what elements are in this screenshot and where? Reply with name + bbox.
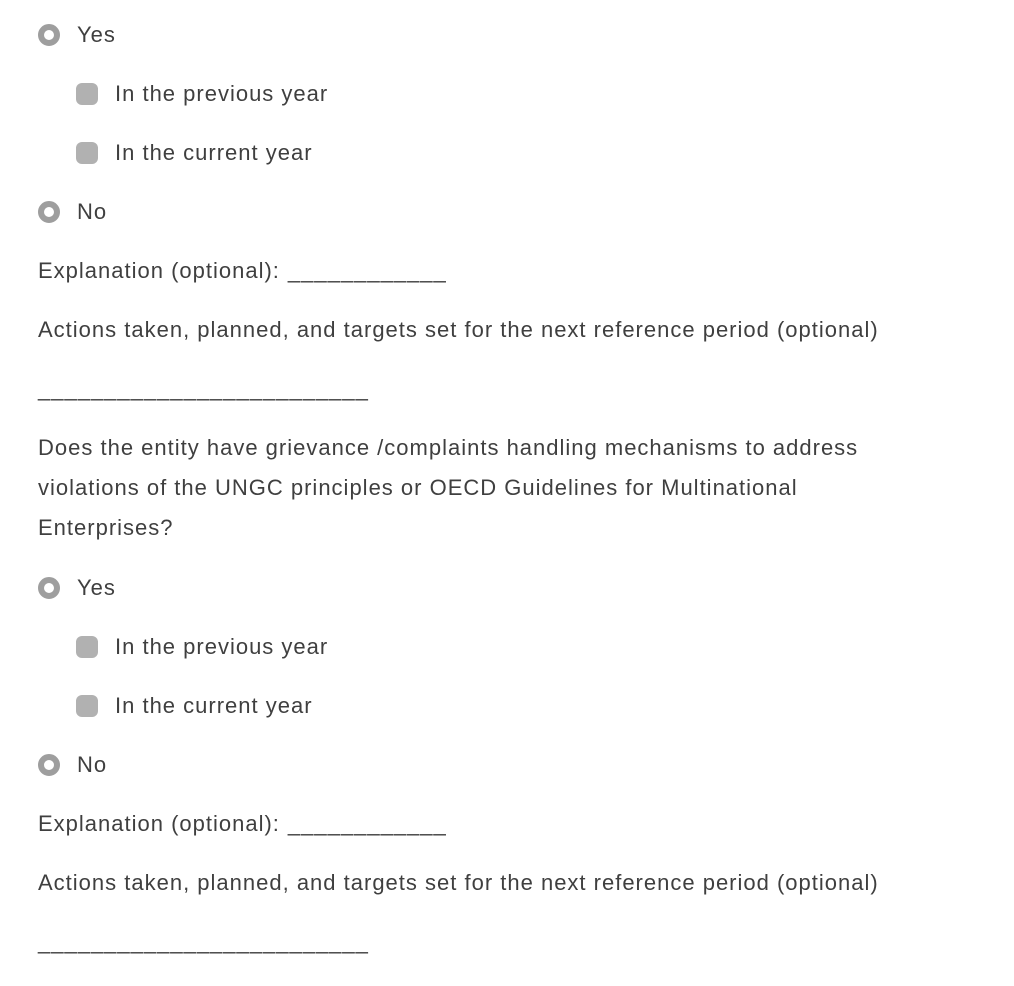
radio-option-yes[interactable]: Yes: [38, 558, 1014, 617]
radio-option-no[interactable]: No: [38, 182, 1014, 241]
explanation-blank-field[interactable]: ____________: [287, 810, 447, 836]
radio-option-label: Yes: [77, 21, 116, 47]
response-blank-field[interactable]: _________________________: [38, 928, 369, 954]
radio-option-yes[interactable]: Yes: [38, 5, 1014, 64]
actions-label: Actions taken, planned, and targets set …: [38, 869, 879, 895]
checkbox-option-label: In the current year: [115, 692, 313, 718]
checkbox-option-label: In the current year: [115, 139, 313, 165]
radio-option-label: Yes: [77, 574, 116, 600]
explanation-row: Explanation (optional): ____________: [38, 241, 1014, 300]
checkbox-option-label: In the previous year: [115, 80, 329, 106]
explanation-label: Explanation (optional):: [38, 257, 280, 283]
radio-option-label: No: [77, 198, 108, 224]
radio-option-label: No: [77, 751, 108, 777]
radio-option-no[interactable]: No: [38, 735, 1014, 794]
radio-unselected-icon: [38, 753, 60, 776]
checkbox-option-current-year[interactable]: In the current year: [38, 123, 1014, 182]
question-block-2: Does the entity have grievance /complain…: [38, 428, 1014, 971]
checkbox-filled-icon: [76, 635, 98, 658]
question-block-1: Yes In the previous year In the current …: [38, 5, 1014, 418]
actions-label: Actions taken, planned, and targets set …: [38, 316, 879, 342]
question-text: Does the entity have grievance /complain…: [38, 435, 859, 540]
checkbox-option-current-year[interactable]: In the current year: [38, 676, 1014, 735]
checkbox-option-previous-year[interactable]: In the previous year: [38, 617, 1014, 676]
actions-label-row: Actions taken, planned, and targets set …: [38, 853, 1014, 912]
checkbox-filled-icon: [76, 694, 98, 717]
radio-unselected-icon: [38, 200, 60, 223]
checkbox-option-label: In the previous year: [115, 633, 329, 659]
checkbox-filled-icon: [76, 82, 98, 105]
response-blank-row: _________________________: [38, 912, 1014, 971]
explanation-label: Explanation (optional):: [38, 810, 280, 836]
radio-unselected-icon: [38, 576, 60, 599]
explanation-blank-field[interactable]: ____________: [287, 257, 447, 283]
checkbox-filled-icon: [76, 141, 98, 164]
actions-label-row: Actions taken, planned, and targets set …: [38, 300, 1014, 359]
response-blank-row: _________________________: [38, 359, 1014, 418]
checkbox-option-previous-year[interactable]: In the previous year: [38, 64, 1014, 123]
response-blank-field[interactable]: _________________________: [38, 375, 369, 401]
radio-unselected-icon: [38, 23, 60, 46]
explanation-row: Explanation (optional): ____________: [38, 794, 1014, 853]
